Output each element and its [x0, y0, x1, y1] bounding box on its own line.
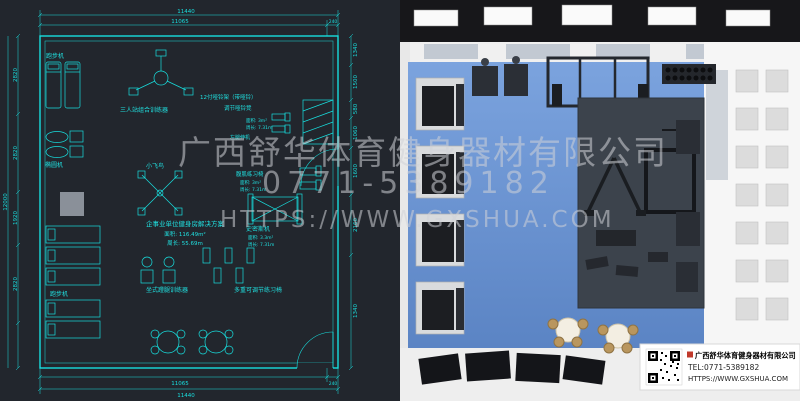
door-gap-right [335, 149, 343, 186]
dim-left-3: 1920 [13, 211, 19, 225]
label-dumbbell-rack: 12付哑铃架（带哑铃） [200, 93, 257, 101]
door-gap-bottom [297, 363, 333, 372]
label-small-perim-1: 周长: 7.31m [240, 186, 266, 193]
dim-left-total: 12000 [3, 193, 9, 211]
label-solution-area: 面积: 116.49m² [164, 231, 205, 238]
cafe-tables [547, 317, 639, 354]
label-small-perim-3: 周长: 7.31m [248, 241, 274, 248]
label-small-area-1: 面积: 3m² [240, 179, 261, 186]
dim-top-edge: 240 [329, 19, 338, 25]
cad-floor-plan: 11440 11065 240 11065 240 11440 12000 28… [0, 0, 400, 401]
label-leg-machine: 左腿伸机 [230, 134, 250, 141]
dimension-lines [7, 10, 354, 394]
label-elliptical: 椭圆机 [45, 161, 63, 169]
label-leg-press: 坐式蹬腿训练器 [146, 286, 188, 294]
right-side-machines [676, 120, 700, 292]
label-solution-perimeter: 周长: 55.69m [167, 239, 203, 247]
floor-mats [418, 350, 606, 385]
door-arc-right [300, 148, 339, 187]
label-dumbbell-bench: 调节哑铃凳 [224, 104, 252, 112]
label-fly-bird: 小飞鸟 [146, 162, 164, 170]
label-adj-bench: 多重可调节练习椅 [234, 286, 282, 294]
dim-left-1: 2820 [13, 68, 19, 82]
label-small-area-2: 面积: 3m² [246, 117, 267, 124]
dim-right-7: 1340 [353, 304, 359, 318]
dimension-labels: 11440 11065 240 11065 240 11440 12000 28… [3, 9, 359, 399]
label-treadmill-top: 跑步机 [46, 52, 64, 60]
dim-right-6: 2160 [353, 218, 359, 232]
render-3d-view: 广西舒华体育健身器材有限公司 TEL:0771-5389182 HTTPS://… [400, 0, 800, 401]
door-arc-bottom [296, 331, 334, 369]
label-smith: 史密斯机 [246, 225, 270, 233]
dim-left-2: 2820 [13, 146, 19, 160]
label-triple-station: 三人站组合训练器 [120, 106, 168, 114]
ceiling-lights [413, 4, 771, 27]
label-ab-bench: 腹肌练习椅 [236, 170, 264, 178]
dim-top-total: 11440 [177, 9, 195, 15]
structural-column [60, 192, 84, 216]
label-solution-title: 企事业单位健身房解决方案 [146, 219, 225, 228]
info-company: 广西舒华体育健身器材有限公司 [695, 351, 796, 360]
plan-labels: 跑步机 椭圆机 跑步机 三人站组合训练器 12付哑铃架（带哑铃） 调节哑铃凳 面… [45, 52, 282, 298]
qr-code [645, 348, 683, 386]
label-small-area-3: 面积: 3.3m² [248, 234, 273, 241]
floor-plan-svg: 11440 11065 240 11065 240 11440 12000 28… [3, 9, 359, 399]
info-url: HTTPS://WWW.GXSHUA.COM [688, 375, 788, 383]
dim-bottom-inner: 11065 [171, 381, 189, 387]
back-wall-machines [472, 56, 528, 96]
info-box: 广西舒华体育健身器材有限公司 TEL:0771-5389182 HTTPS://… [639, 343, 800, 391]
dim-top-inner: 11065 [171, 19, 189, 25]
info-tel: TEL:0771-5389182 [687, 363, 759, 372]
shelving-mirror [706, 70, 728, 180]
dim-right-2: 1500 [353, 75, 359, 89]
dim-right-5: 1600 [353, 164, 359, 178]
label-small-perim-2: 周长: 7.31m [246, 124, 272, 131]
dim-bottom-edge: 240 [329, 381, 338, 387]
left-wall [400, 42, 410, 372]
dim-right-4: 1060 [353, 126, 359, 140]
shelf-cubbies [735, 69, 789, 321]
dim-left-4: 2820 [13, 277, 19, 291]
render-treadmills [415, 77, 465, 335]
dim-bottom-total: 11440 [177, 393, 195, 399]
dim-right-3: 580 [353, 103, 359, 114]
company-logo-icon [687, 351, 693, 358]
label-treadmill-bottom: 跑步机 [50, 290, 68, 298]
equipment-symbols [45, 49, 334, 355]
render-dumbbell-rack [662, 64, 716, 84]
render-svg: 广西舒华体育健身器材有限公司 TEL:0771-5389182 HTTPS://… [400, 0, 800, 401]
dim-right-1: 1340 [353, 43, 359, 57]
plan-walls [39, 35, 339, 369]
